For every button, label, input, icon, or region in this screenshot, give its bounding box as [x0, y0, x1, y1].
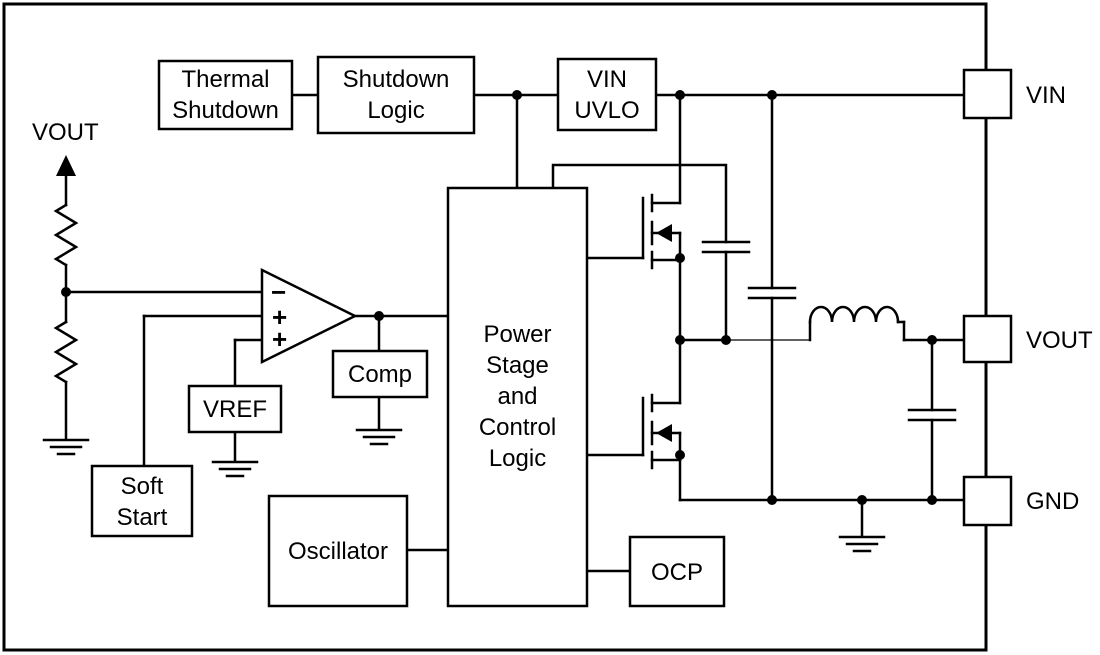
soft-start-wiring [142, 314, 264, 468]
vout-arrow [56, 155, 76, 176]
feedback-vout-label: VOUT [32, 119, 99, 146]
amp-plus-sign-1: + [272, 302, 287, 332]
power-stage-line2: Stage [486, 352, 549, 379]
feedback-resistor-bottom [53, 320, 79, 384]
ocp-block [628, 535, 726, 608]
ground-output [838, 535, 886, 553]
feedback-resistor-top [53, 203, 79, 267]
error-amplifier [260, 267, 358, 365]
input-capacitor [747, 93, 797, 502]
vin-pin-label: VIN [1026, 82, 1066, 109]
soft-start-line2: Start [117, 504, 168, 531]
power-stage-line1: Power [483, 321, 551, 348]
thermal-shutdown-line1: Thermal [181, 66, 269, 93]
low-side-mosfet [585, 338, 682, 502]
soft-start-line1: Soft [121, 473, 164, 500]
oscillator-block [267, 494, 409, 608]
vin-uvlo-line1: VIN [587, 66, 627, 93]
junction-switch-node [675, 335, 685, 345]
gnd-pin-label: GND [1026, 488, 1079, 515]
power-stage-line4: Control [479, 414, 556, 441]
power-stage-line5: Logic [489, 445, 546, 472]
soft-start-block [90, 464, 194, 538]
vin-pin [962, 68, 1013, 120]
comp-block [331, 349, 429, 399]
top-wiring [290, 93, 966, 190]
shutdown-logic-block [316, 55, 476, 135]
vout-pin [962, 314, 1013, 364]
shutdown-logic-line1: Shutdown [343, 66, 450, 93]
vref-block [187, 384, 283, 434]
comp-label: Comp [348, 361, 412, 388]
vin-uvlo-line2: UVLO [574, 97, 639, 124]
oscillator-label: Oscillator [288, 538, 388, 565]
vref-label: VREF [203, 396, 267, 423]
high-side-mosfet [585, 93, 682, 342]
ocp-label: OCP [651, 559, 703, 586]
amp-plus-sign-2: + [272, 324, 287, 354]
switch-node [551, 163, 812, 342]
vin-uvlo-block [556, 57, 658, 132]
power-stage-line3: and [497, 383, 537, 410]
vref-wiring [233, 338, 264, 462]
junction-comp [374, 311, 384, 321]
shutdown-logic-line2: Logic [367, 97, 424, 124]
ground-vref [211, 460, 259, 478]
power-stage-block [446, 186, 589, 608]
output-capacitor [907, 338, 957, 502]
gnd-pin [962, 475, 1013, 527]
junction-feedback [61, 287, 71, 297]
amp-output-wiring [353, 314, 450, 430]
ground-comp [355, 428, 403, 446]
junction-shutdown [512, 90, 522, 100]
ground-feedback [42, 438, 90, 456]
vout-pin-label: VOUT [1026, 327, 1093, 354]
amp-minus-sign: − [271, 277, 286, 307]
output-inductor [808, 305, 900, 324]
thermal-shutdown-block [157, 59, 294, 131]
thermal-shutdown-line2: Shutdown [172, 97, 279, 124]
